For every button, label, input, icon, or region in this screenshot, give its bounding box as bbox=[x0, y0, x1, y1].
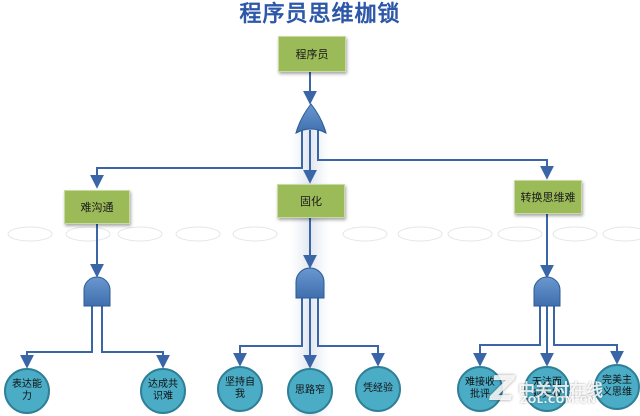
node-right: 转换思维难 bbox=[514, 180, 582, 214]
background-ellipses bbox=[7, 226, 640, 242]
leaf-consensus: 达成共识难 bbox=[140, 368, 186, 414]
watermark-url: ZOL.COM.CN bbox=[520, 395, 597, 406]
or-gate bbox=[295, 103, 327, 134]
leaf-experience: 凭经验 bbox=[355, 366, 401, 412]
connectors bbox=[20, 72, 624, 369]
leaf-perfection: 完美主义思维 bbox=[594, 364, 640, 410]
and-gate-middle bbox=[295, 267, 325, 299]
and-gate-left bbox=[83, 276, 111, 307]
leaf-criticism: 难接收批评 bbox=[457, 366, 503, 412]
node-middle: 固化 bbox=[277, 184, 345, 218]
and-gate-right bbox=[533, 276, 561, 307]
leaf-self: 坚持自我 bbox=[217, 366, 263, 412]
node-root: 程序员 bbox=[278, 36, 346, 72]
node-left: 难沟通 bbox=[64, 190, 130, 224]
watermark-logo-icon: Z bbox=[490, 369, 515, 409]
leaf-expression: 表达能力 bbox=[4, 368, 50, 414]
leaf-narrow: 思路窄 bbox=[287, 368, 333, 414]
watermark-text: 中关村在线 bbox=[518, 381, 603, 401]
diagram-title: 程序员思维枷锁 bbox=[239, 1, 401, 27]
leaf-failure: 无法面对失败 bbox=[524, 366, 570, 412]
zol-watermark: Z 中关村在线 ZOL.COM.CN bbox=[484, 368, 634, 412]
